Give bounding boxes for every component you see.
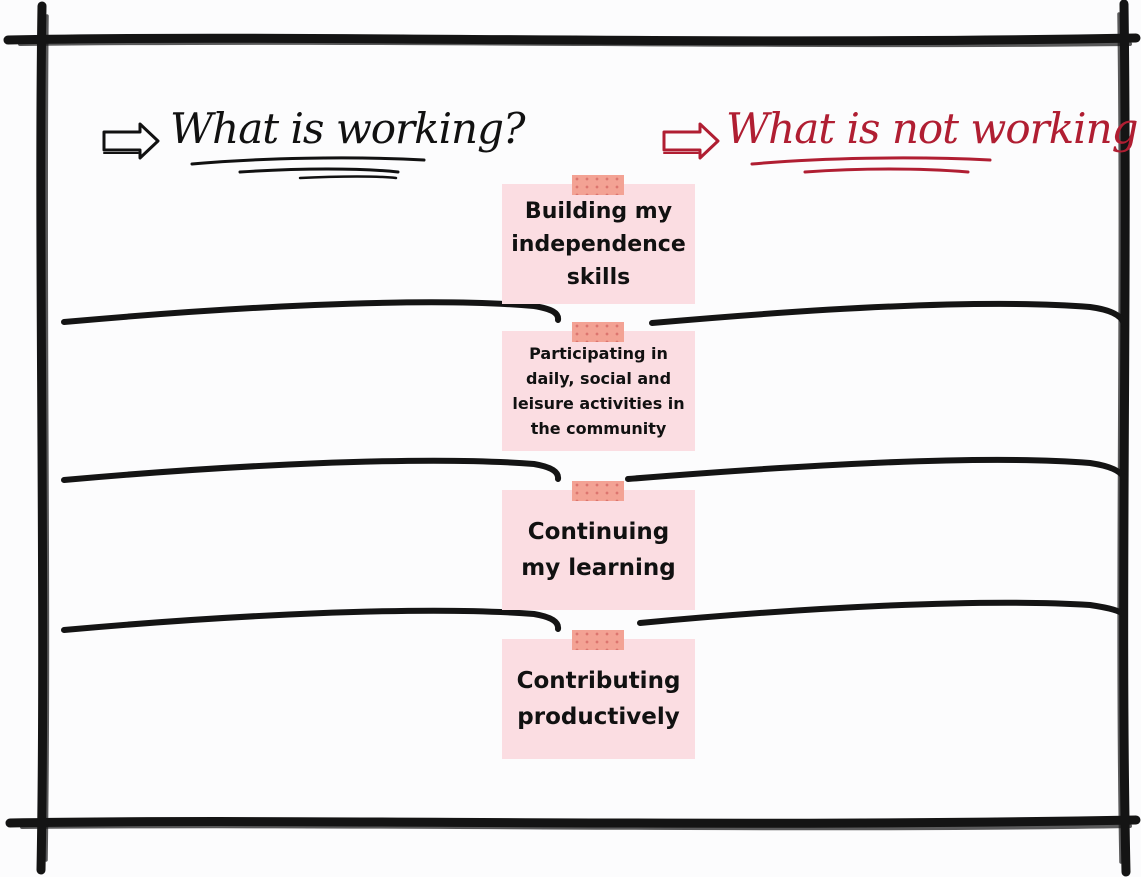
heading-what-is-not-working: What is not working? bbox=[726, 104, 1141, 153]
card-contributing-productively: Contributing productively bbox=[502, 639, 695, 759]
divider-line bbox=[637, 599, 1127, 626]
card-label: Building my independence skills bbox=[511, 198, 686, 290]
frame-top-border bbox=[3, 33, 1141, 46]
divider-line bbox=[61, 607, 562, 633]
right-arrow-icon bbox=[102, 122, 160, 160]
divider-line bbox=[61, 457, 562, 483]
card-label: Continuing my learning bbox=[521, 519, 676, 581]
tape-strip bbox=[572, 322, 624, 342]
card-building-independence: Building my independence skills bbox=[502, 184, 695, 304]
card-label: Participating in daily, social and leisu… bbox=[512, 344, 685, 438]
card-continuing-learning: Continuing my learning bbox=[502, 490, 695, 610]
tape-strip bbox=[572, 481, 624, 501]
heading-what-is-working: What is working? bbox=[170, 104, 525, 153]
tape-strip bbox=[572, 630, 624, 650]
right-divider-lines bbox=[625, 300, 1127, 626]
frame-left-border bbox=[36, 1, 48, 875]
divider-line bbox=[649, 300, 1127, 327]
divider-line bbox=[625, 456, 1127, 482]
left-heading-decoration bbox=[102, 122, 426, 180]
divider-line bbox=[61, 299, 562, 325]
frame-bottom-border bbox=[5, 815, 1141, 828]
left-divider-lines bbox=[61, 299, 562, 633]
right-arrow-icon bbox=[662, 122, 720, 160]
tape-strip bbox=[572, 175, 624, 195]
card-label: Contributing productively bbox=[516, 668, 681, 730]
frame-right-border bbox=[1119, 0, 1131, 877]
right-heading-decoration bbox=[662, 122, 992, 174]
card-participating-activities: Participating in daily, social and leisu… bbox=[502, 331, 695, 451]
